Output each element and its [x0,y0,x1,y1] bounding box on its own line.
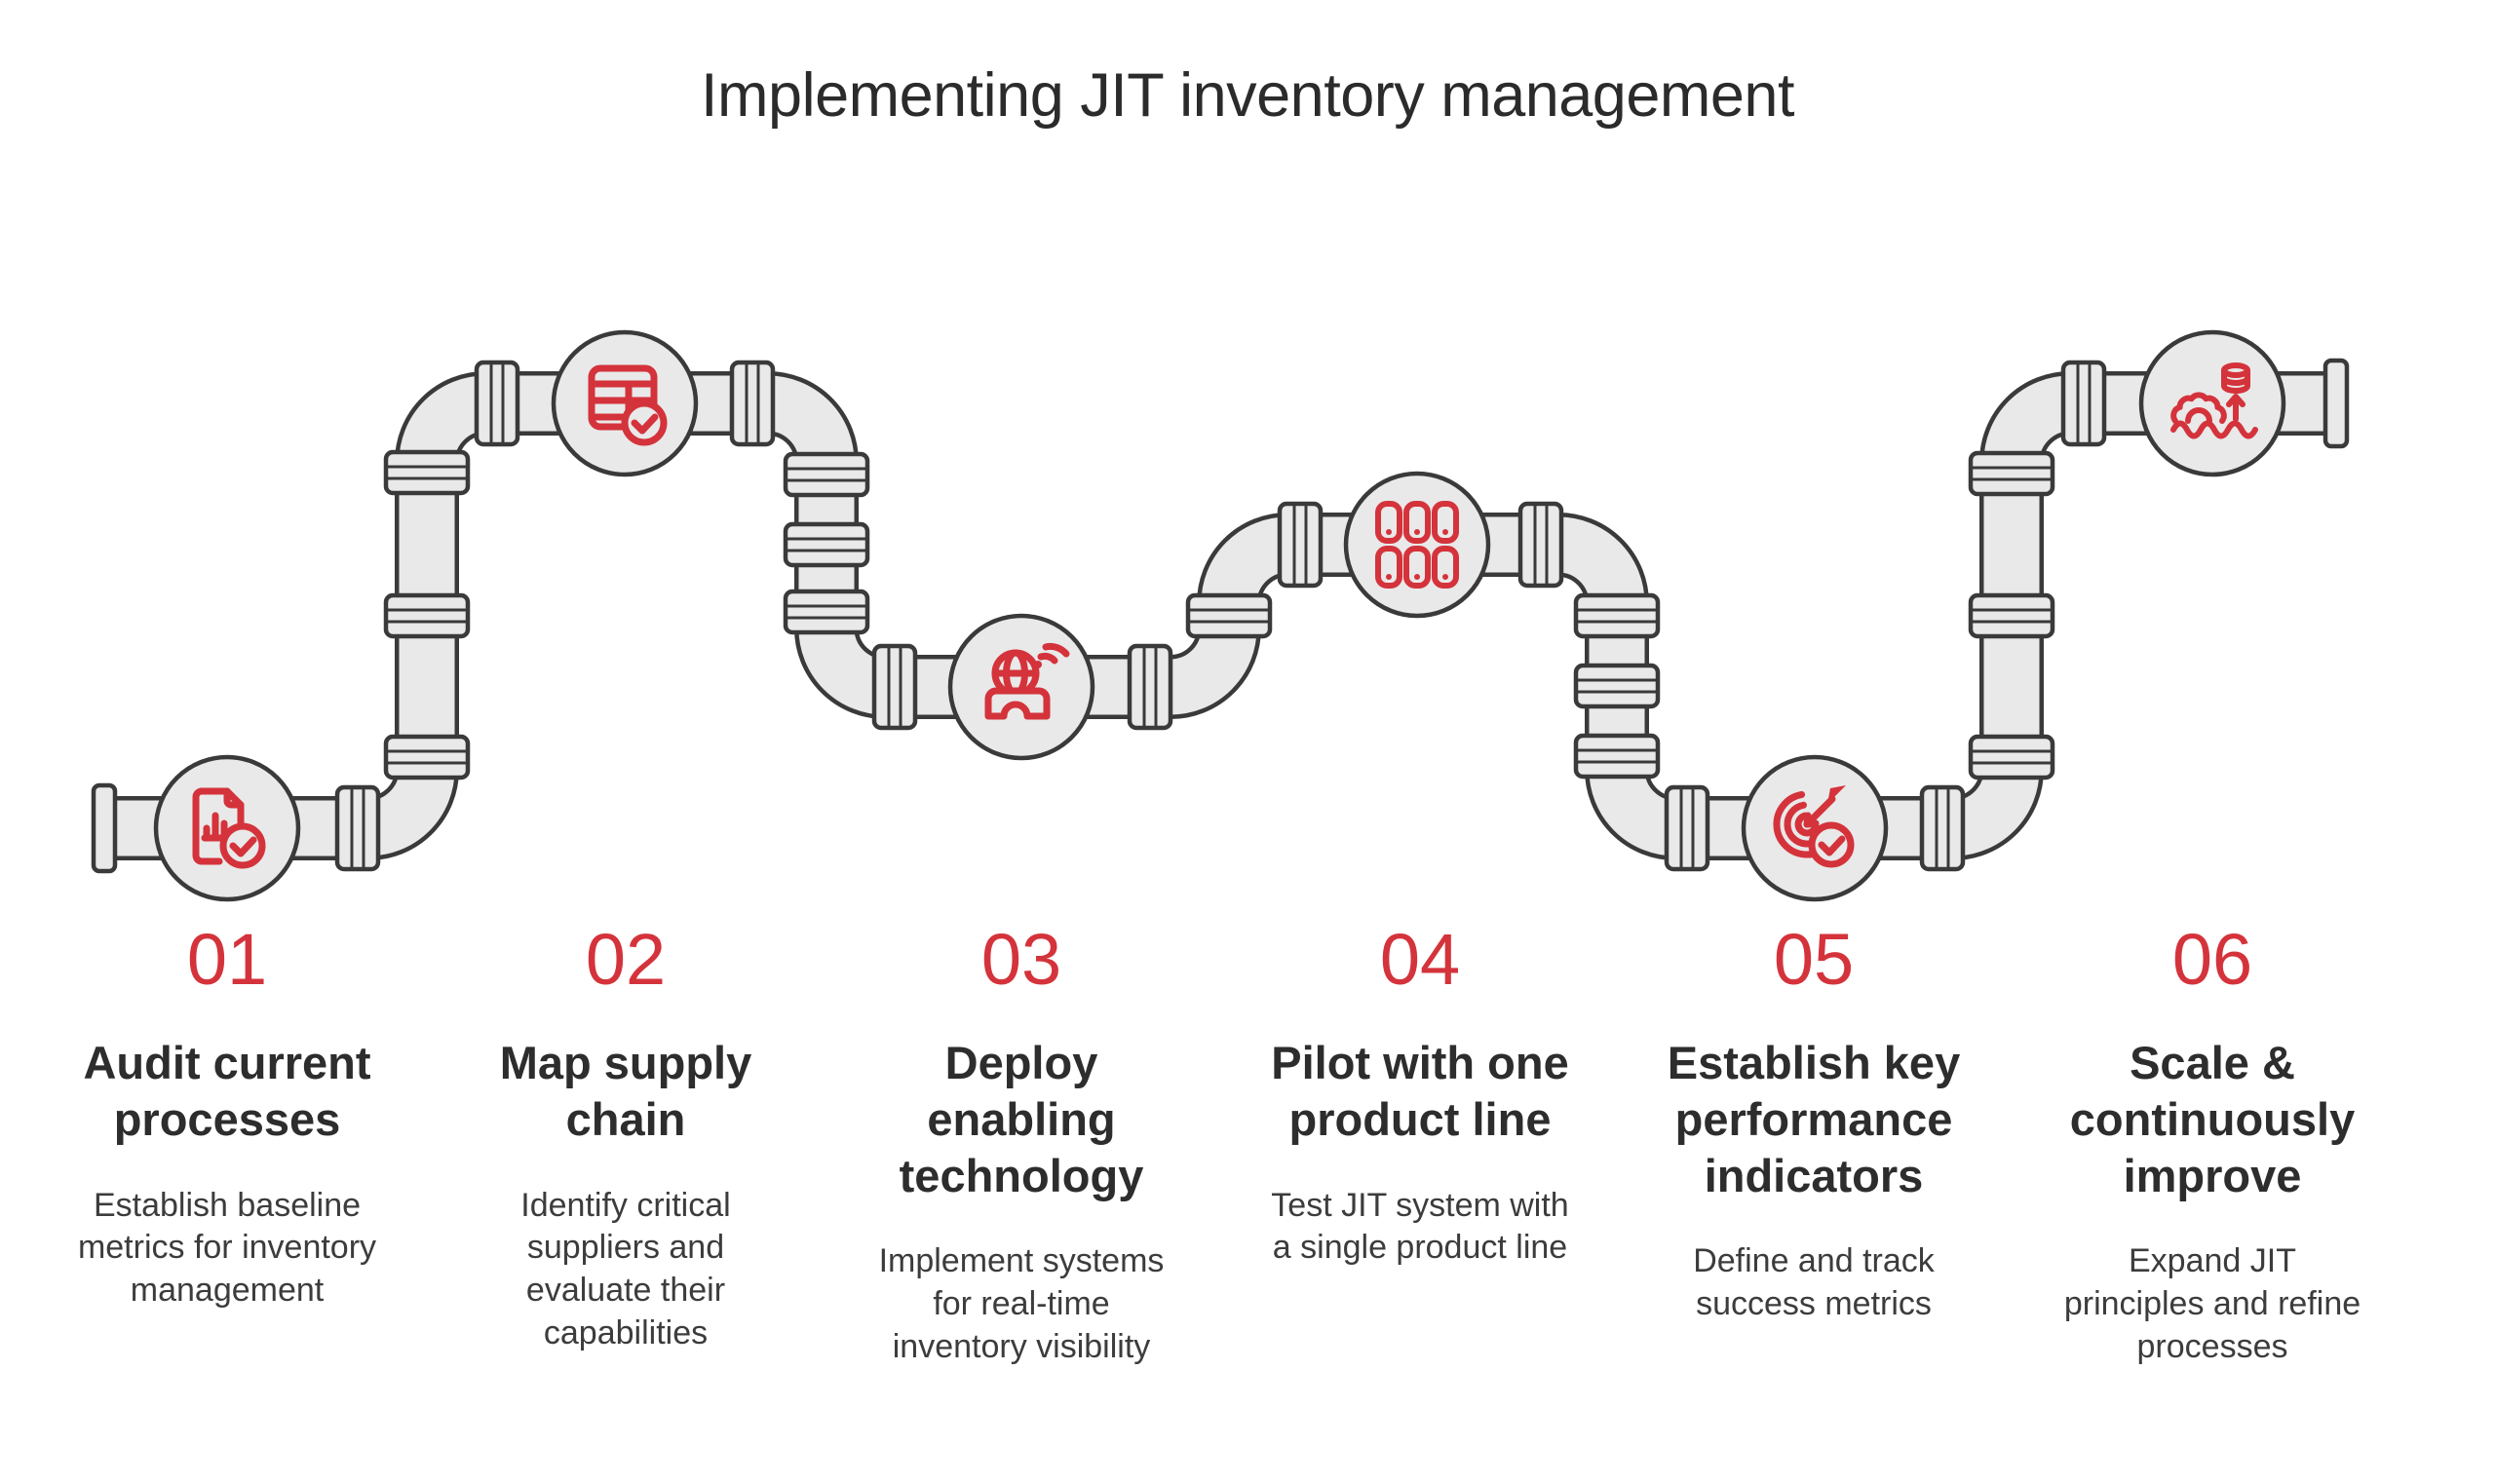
pipe-coupling [871,643,918,731]
pipe-coupling [1277,501,1324,589]
step-description: Identify critical suppliers and evaluate… [520,1186,731,1352]
pipe-coupling [1573,592,1661,639]
coupling-ridge [1578,608,1656,624]
coupling-ridge [787,537,865,552]
pipe-coupling [383,449,471,496]
step-3: 03 Deploy enabling technology Implement … [826,924,1216,1369]
step-title: Pilot with one product line [1271,1037,1569,1145]
coupling-ridge [1679,789,1695,867]
coupling-ridge [1578,748,1656,764]
pipe-coupling [474,360,520,447]
coupling-ridge [787,467,865,482]
pipe-coupling [1664,784,1710,872]
step-title: Map supply chain [499,1037,752,1145]
step-1: 01 Audit current processes Establish bas… [32,924,422,1313]
step-description: Establish baseline metrics for inventory… [77,1186,377,1310]
coupling-ridge [350,789,365,867]
step-number: 01 [186,919,268,1000]
pipe-coupling [1919,784,1966,872]
coupling-ridge [388,749,466,765]
pipe-coupling [383,734,471,780]
coupling-ridge [1142,648,1158,726]
pipe-end-cap-left [91,782,118,874]
pipe-end-cap-right [2322,358,2350,449]
step-description: Test JIT system with a single product li… [1271,1186,1569,1267]
step-title: Deploy enabling technology [899,1037,1144,1201]
pipe-coupling [1968,734,2055,780]
pipe-coupling [1573,733,1661,780]
pipe-coupling [383,592,471,639]
coupling-ridge [787,604,865,620]
pipe-coupling [2060,360,2107,447]
step-number: 04 [1379,919,1461,1000]
coupling-ridge [1533,506,1549,584]
coupling-ridge [1973,466,2051,481]
pipe-coupling [1127,643,1173,731]
coupling-ridge [388,608,466,624]
step-2: 02 Map supply chain Identify critical su… [431,924,821,1355]
step-6-node [2138,329,2286,477]
step-title: Audit current processes [83,1037,371,1145]
step-description: Define and track success metrics [1693,1242,1935,1323]
pipe-coupling [783,521,870,568]
step-number: 05 [1773,919,1855,1000]
coupling-ridge [2076,364,2092,442]
pipe-coupling [1968,592,2055,639]
step-description: Implement systems for real-time inventor… [878,1242,1165,1366]
step-number: 06 [2171,919,2253,1000]
coupling-ridge [887,648,902,726]
pipe-coupling [1573,663,1661,709]
step-4: 04 Pilot with one product line Test JIT … [1225,924,1615,1270]
coupling-ridge [388,465,466,480]
coupling-ridge [745,364,760,442]
pipe-coupling [334,784,381,872]
pipe-coupling [783,589,870,635]
step-5: 05 Establish key performance indicators … [1619,924,2009,1326]
step-title: Scale & continuously improve [2069,1037,2356,1201]
coupling-ridge [1973,608,2051,624]
pipe-coupling [783,451,870,498]
pipe-coupling [729,360,776,447]
coupling-ridge [1935,789,1950,867]
pipe-coupling [1517,501,1564,589]
step-6: 06 Scale & continuously improve Expand J… [2017,924,2407,1369]
step-description: Expand JIT principles and refine process… [2063,1242,2361,1366]
coupling-ridge [1292,506,1308,584]
page-title: Implementing JIT inventory management [701,61,1794,130]
step-4-node [1343,471,1491,619]
coupling-ridge [1578,678,1656,694]
pipe-coupling [1968,450,2055,497]
step-number: 02 [585,919,667,1000]
coupling-ridge [1190,608,1268,624]
step-number: 03 [980,919,1062,1000]
step-title: Establish key performance indicators [1667,1037,1961,1201]
coupling-ridge [489,364,505,442]
coupling-ridge [1973,749,2051,765]
pipe-coupling [1185,592,1273,639]
